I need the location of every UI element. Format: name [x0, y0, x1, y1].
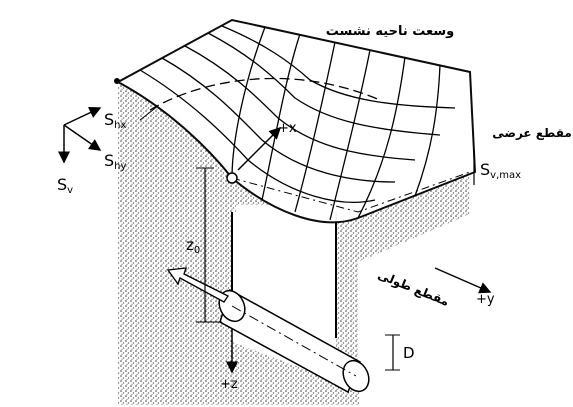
z0-label: z0: [186, 236, 200, 256]
settlement-area-label: وسعت ناحیه نشست: [326, 24, 454, 39]
x-axis-arrow: [237, 126, 282, 171]
soil-tunnel-bed: [200, 330, 360, 405]
x-axis-label: +x: [278, 121, 297, 136]
surface-outline: [115, 18, 477, 224]
tunnel-axis: [231, 305, 357, 377]
y-axis-label: +y: [476, 292, 495, 307]
y-axis-arrow: [434, 267, 492, 294]
soil-side-face: [358, 172, 470, 262]
shy-label: Shy: [104, 151, 126, 172]
cross-section-label: مقطع عرضی: [492, 126, 572, 140]
longitudinal-section-label: مقطع طولی: [375, 268, 451, 310]
diameter-label: D: [403, 344, 415, 362]
surface-grid: [139, 25, 456, 221]
shx-leader: [139, 105, 159, 121]
tunnel-axis-dash: [231, 171, 471, 213]
trough-dash-line: [149, 77, 381, 111]
z-axis-label: +z: [220, 377, 238, 392]
coordinate-triad: [58, 107, 102, 164]
shx-label: Shx: [104, 110, 126, 131]
origin-point: [226, 172, 238, 184]
svmax-label: Sv,max: [480, 160, 521, 181]
advance-direction-arrow: [166, 267, 229, 303]
surface-point-marker: [114, 78, 120, 84]
sv-label: Sv: [57, 175, 73, 196]
